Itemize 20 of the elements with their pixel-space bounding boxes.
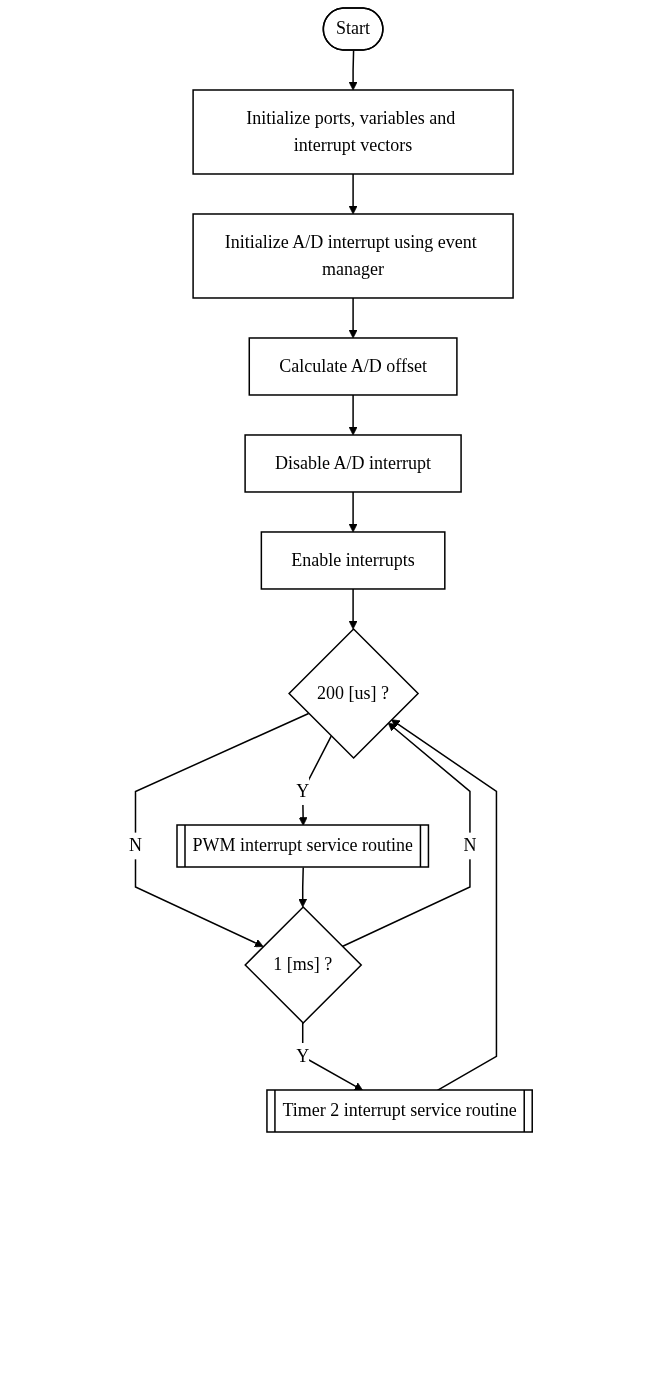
- edge-label: Y: [296, 1045, 310, 1066]
- arrow: [135, 712, 310, 948]
- node-box: Initialize A/D interrupt using event manager: [192, 213, 515, 299]
- arrow: [349, 49, 358, 91]
- node-box: Calculate A/D offset: [248, 337, 459, 396]
- arrow: [349, 173, 358, 215]
- edge-label: N: [463, 835, 477, 856]
- arrow: [349, 491, 358, 533]
- edge-label: Y: [296, 780, 310, 801]
- node-box: Initialize ports, variables and interrupt vectors: [192, 89, 515, 175]
- node-box: Enable interrupts: [261, 531, 446, 590]
- arrow: [341, 722, 472, 948]
- node-diamond: 200 [us] ?: [288, 627, 420, 760]
- node-box: Disable A/D interrupt: [244, 434, 463, 493]
- arrow: [349, 297, 358, 339]
- node-diamond: 1 [ms] ?: [244, 905, 363, 1024]
- edge-label: N: [129, 835, 143, 856]
- arrow: [298, 866, 308, 908]
- arrow: [349, 394, 358, 436]
- arrow: [349, 588, 358, 630]
